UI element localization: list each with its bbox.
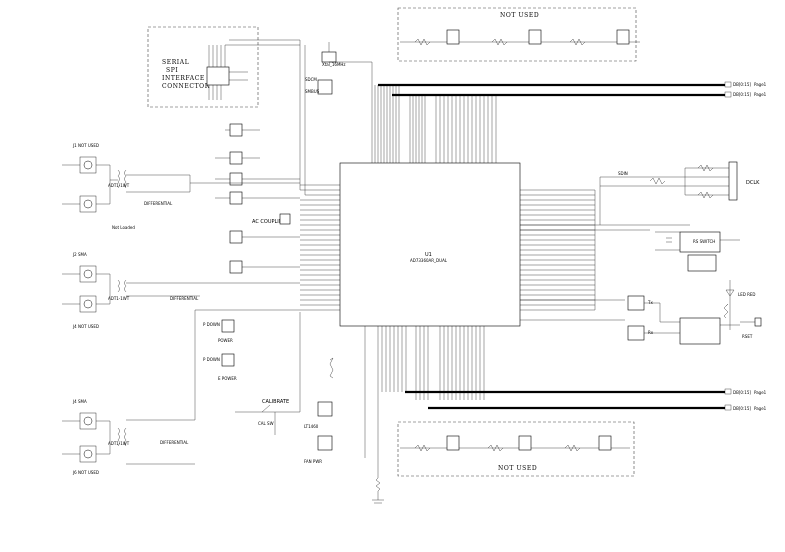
- tx-label: Tx: [647, 300, 653, 305]
- spi-box-title-line4: CONNECTOR: [162, 83, 210, 90]
- main-ic-ref: U1: [425, 252, 432, 258]
- input-j6-label: J6 NOT USED: [72, 470, 99, 475]
- bus-ref-4: Page1: [754, 406, 767, 411]
- input-j2b-connector: [79, 265, 97, 283]
- not-used-bottom-label: NOT USED: [498, 465, 537, 472]
- regulator-ic: [679, 231, 721, 253]
- t2-label: ADT1-1WT: [108, 296, 130, 301]
- rx-label: Rx: [648, 330, 654, 335]
- bottom-connector-1: [446, 435, 460, 451]
- spi-connector: [206, 66, 230, 86]
- spi-box-title-line1: SERIAL: [162, 59, 189, 66]
- main-ic-u1: [339, 162, 521, 327]
- jumper-tx: [627, 295, 645, 311]
- input-j4b-connector: [79, 412, 97, 430]
- xtal-label: Xtal_16MHz: [322, 62, 346, 67]
- bus-net-4: DB[0:15]: [733, 406, 751, 411]
- jumper-jc: [229, 172, 243, 186]
- input-j2-label: J2 SMA: [72, 252, 87, 257]
- ac-coupling-label: AC COUPLING: [252, 219, 287, 225]
- input-j4-label: J4 NOT USED: [72, 324, 99, 329]
- not-used-top-label: NOT USED: [500, 12, 539, 19]
- spi-box-title-line2: SPI: [166, 67, 178, 74]
- top-connector-2: [528, 29, 542, 45]
- output-pad: [754, 317, 762, 327]
- bus-net-3: DB[0:15]: [733, 390, 751, 395]
- jumper-je: [229, 230, 243, 244]
- input-j6-connector: [79, 445, 97, 463]
- t1-label: ADT1-1WT: [108, 183, 130, 188]
- bottom-connector-2: [518, 435, 532, 451]
- uart-ic: [679, 317, 721, 345]
- diff2-label: DIFFERENTIAL: [170, 296, 199, 301]
- jumper-jf: [229, 260, 243, 274]
- bus-ref-1: Page1: [754, 82, 767, 87]
- power-jumper: [221, 319, 235, 333]
- e-power-label: E POWER: [218, 376, 237, 381]
- led-label: LED RED: [738, 292, 756, 297]
- spi-connector-box: [147, 26, 259, 108]
- input-j1-label: J1 NOT USED: [72, 143, 99, 148]
- rshunt-label: Not Loaded: [112, 225, 135, 230]
- input-j4-connector: [79, 295, 97, 313]
- bus-net-2: DB[0:15]: [733, 92, 751, 97]
- p-down-2: P DOWN: [203, 357, 220, 362]
- top-connector-3: [616, 29, 630, 45]
- sdcm-connector: [317, 79, 333, 95]
- cal-sw-label: CAL SW: [258, 421, 274, 426]
- bottom-connector-3: [598, 435, 612, 451]
- calibrate-label: CALIBRATE: [262, 399, 289, 405]
- diff1-label: DIFFERENTIAL: [144, 201, 173, 206]
- e-power-jumper: [221, 353, 235, 367]
- sdcm-label: SDCM: [305, 77, 317, 82]
- not-used-bottom-box: [397, 421, 635, 477]
- jumper-jd: [229, 191, 243, 205]
- bus-ref-3: Page1: [754, 390, 767, 395]
- jumper-ja: [229, 123, 243, 137]
- diff3-label: DIFFERENTIAL: [160, 440, 189, 445]
- rs-switch-label: RS SWITCH: [693, 239, 715, 244]
- input-j4b-label: J4 SMA: [72, 399, 87, 404]
- smbus-label: SMBUS: [305, 89, 320, 94]
- dclk-label: DCLK: [746, 180, 760, 186]
- regulator-2: [687, 254, 717, 272]
- main-ic-part: AD73360AR_DUAL: [410, 258, 448, 263]
- jumper-jb: [229, 151, 243, 165]
- sdin-label: SDIN: [618, 171, 628, 176]
- lt1460-label: LT1460: [304, 424, 319, 429]
- ac-coupling-jumper: [279, 213, 291, 225]
- fan-pwr-label: FAN PWR: [304, 459, 322, 464]
- rset-label: RSET: [742, 334, 753, 339]
- jumper-rx: [627, 325, 645, 341]
- dclk-connector: [728, 161, 738, 201]
- top-connector-1: [446, 29, 460, 45]
- t3-label: ADT1-1WT: [108, 441, 130, 446]
- input-j1-connector: [79, 156, 97, 174]
- fan-connector: [317, 435, 333, 451]
- p-down-1: P DOWN: [203, 322, 220, 327]
- bus-net-1: DB[0:15]: [733, 82, 751, 87]
- xtal-osc: [321, 51, 337, 63]
- lt1460-ic: [317, 401, 333, 417]
- power-label: POWER: [218, 338, 233, 343]
- not-used-top-box: [397, 7, 637, 62]
- spi-box-title-line3: INTERFACE: [162, 75, 205, 82]
- bus-ref-2: Page1: [754, 92, 767, 97]
- input-j2-connector: [79, 195, 97, 213]
